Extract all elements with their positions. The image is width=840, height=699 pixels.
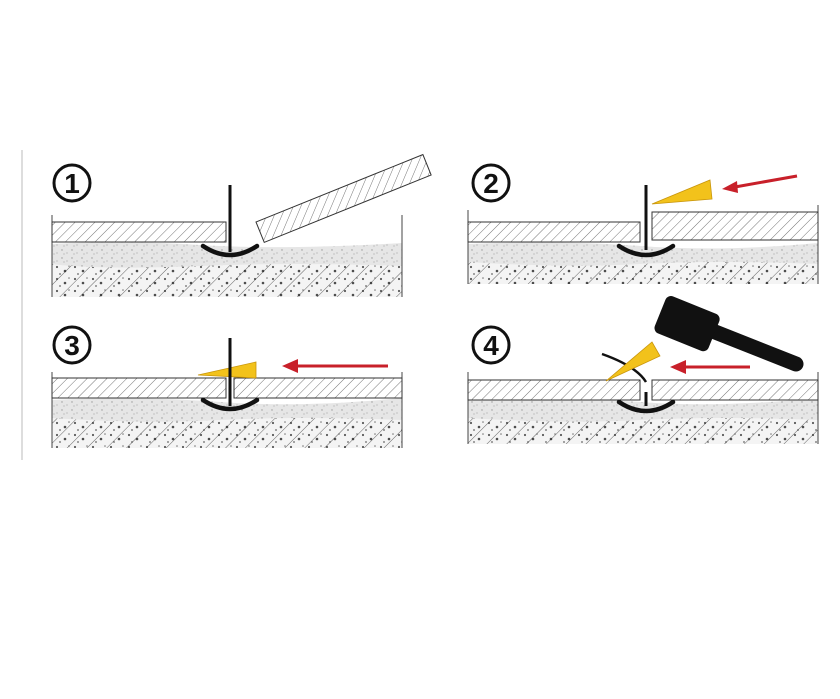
wedge-icon bbox=[605, 341, 661, 382]
arrow-icon bbox=[282, 359, 388, 373]
tile-icon bbox=[255, 153, 432, 244]
tile-leveling-clip-icon bbox=[200, 338, 260, 412]
tile-leveling-clip-icon bbox=[200, 185, 260, 258]
step-2-badge: 2 bbox=[471, 163, 511, 203]
step-4-badge: 4 bbox=[471, 325, 511, 365]
tile-leveling-clip-icon bbox=[616, 185, 676, 258]
step-3-number: 3 bbox=[64, 330, 80, 361]
hammer-icon bbox=[654, 296, 804, 372]
step-4-number: 4 bbox=[483, 330, 499, 361]
step-1-panel: 1 bbox=[51, 153, 432, 297]
step-3-panel: 3 bbox=[51, 325, 403, 448]
wedge-icon bbox=[651, 179, 713, 205]
step-3-badge: 3 bbox=[52, 325, 92, 365]
step-4-panel: 4 bbox=[467, 296, 819, 444]
arrow-icon bbox=[670, 360, 750, 374]
step-1-badge: 1 bbox=[52, 163, 92, 203]
arrow-icon bbox=[722, 174, 798, 193]
step-2-panel: 2 bbox=[467, 163, 819, 284]
step-2-number: 2 bbox=[483, 168, 499, 199]
step-1-number: 1 bbox=[64, 168, 80, 199]
tile-icon bbox=[51, 221, 227, 243]
wedge-icon bbox=[197, 361, 257, 379]
